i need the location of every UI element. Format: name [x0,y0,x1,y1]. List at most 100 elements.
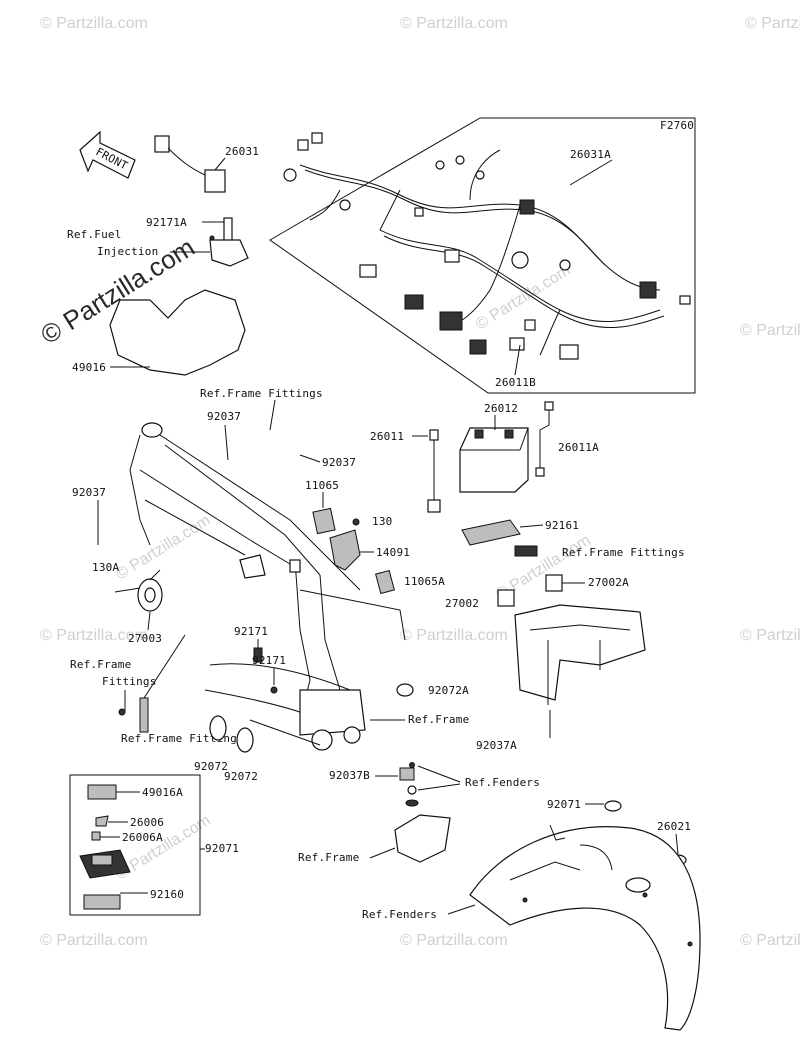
bolt-92171-b [270,686,278,694]
watermark-small: © Partzilla.com [745,15,800,32]
figure-code: F2760 [660,119,694,132]
leader-92037A-up [143,634,186,699]
label-92037-c: 92037 [72,486,106,499]
label-92160: 92160 [150,888,184,901]
label-92171-b: 92171 [252,654,286,667]
horn-27003 [137,569,163,612]
clamp-92072-b [236,727,254,753]
leader-frame-fittings-top [269,399,276,431]
bolt-left [118,708,126,716]
part-11065A [375,569,395,595]
clamp-92072A [396,683,414,697]
label-11065: 11065 [305,479,339,492]
clamp-92072-a [209,715,227,741]
label-26021: 92071 [205,842,239,855]
label-27003: 27003 [128,632,162,645]
label-26012: 26012 [484,402,518,415]
pad-92161 [461,519,521,546]
grommet [405,799,419,807]
label-27002: 27002 [445,597,479,610]
front-arrow: FRONT [79,130,136,179]
leader-27003 [147,611,151,631]
leader-92071-b [675,833,679,855]
small-parts-box [69,774,201,916]
label-27002A: 27002A [588,576,629,589]
watermark-grid: © Partzilla.com © Partzilla.com © Partzi… [40,15,800,949]
leader-26031A [569,159,613,186]
label-92037-a: 92037 [207,410,241,423]
motorcycle-frame [129,422,406,751]
label-92171A: 92171A [146,216,187,229]
relay-27002A [545,574,563,592]
label-ref-frame-fittings-top: Ref.Frame Fittings [200,387,323,400]
bolt-92171-a [253,647,263,663]
sub-harness-26031 [154,135,226,193]
watermark-small: © Partzilla.com [40,15,148,32]
leader-fenders-1b [417,783,461,791]
washer-b [407,785,417,795]
harness-box [269,117,696,394]
fuel-injection-bracket [170,217,249,267]
label-92072-b: 92072 [224,770,258,783]
label-49016A: 49016A [142,786,183,799]
label-92072A: 92072A [428,684,469,697]
ecu-26021 [79,849,131,879]
label-92072-a: 92072 [194,760,228,773]
part-49016A [87,784,117,800]
label-ref-frame-fittings-bot: 92037A [476,739,517,752]
leader-130A [114,587,141,593]
watermark-small: © Partzilla.com [40,932,148,949]
cover-14091 [329,529,361,571]
label-49016: 49016 [72,361,106,374]
grommet-92071-a [604,800,622,812]
rear-fender [469,824,701,1031]
pad-92160 [83,894,121,910]
label-26011: 26011 [370,430,404,443]
label-130: 130 [372,515,392,528]
label-ref-frame-1: Ref.Frame [408,713,469,726]
main-wiring-harness [283,132,691,360]
watermark-small: © Partzilla.com [113,512,213,584]
label-92171-a: 92171 [234,625,268,638]
label-ref-injection: Injection [97,245,158,258]
label-92071-a: 92071 [547,798,581,811]
watermark-small: © Partzilla.com [740,322,800,339]
leader-fenders-1a [417,765,461,783]
label-92161: 92161 [545,519,579,532]
relay-27002 [497,589,515,607]
watermark-small: © Partzilla.com [473,262,573,334]
label-ref-frame-2: Ref.Frame [298,851,359,864]
bolt-130 [352,518,360,526]
watermark-small: © Partzilla.com [400,932,508,949]
part-26006 [95,815,109,827]
battery-cable-26011A [535,401,554,477]
label-92037B: 92037B [329,769,370,782]
leader-92037-top [224,424,229,461]
label-ref-fenders-2: Ref.Fenders [362,908,437,921]
washer-a [409,762,415,768]
label-92071-b: 26021 [657,820,691,833]
bracket-mid [514,545,538,557]
label-14091: 14091 [376,546,410,559]
battery-cable-26011 [427,429,441,513]
label-26011A: 26011A [558,441,599,454]
clip-92037B [399,767,415,781]
strap-92037A [139,697,149,733]
part-11065 [312,507,336,535]
part-26006A [91,831,101,841]
battery-26012 [459,427,529,493]
label-26011B: 26011B [495,376,536,389]
watermark-small: © Partzilla.com [40,627,148,644]
watermark-small: © Partzilla.com [740,627,800,644]
watermark-small: © Partzilla.com [400,627,508,644]
label-26031: 26031 [225,145,259,158]
label-26006: 26006 [130,816,164,829]
watermark-small: © Partzilla.com [400,15,508,32]
label-ref-frame-l1: Ref.Frame [70,658,131,671]
label-130A: 130A [92,561,119,574]
label-ref-frame-fittings-mid: Ref.Frame Fittings [562,546,685,559]
label-26031A: 26031A [570,148,611,161]
label-92037-b: 92037 [322,456,356,469]
